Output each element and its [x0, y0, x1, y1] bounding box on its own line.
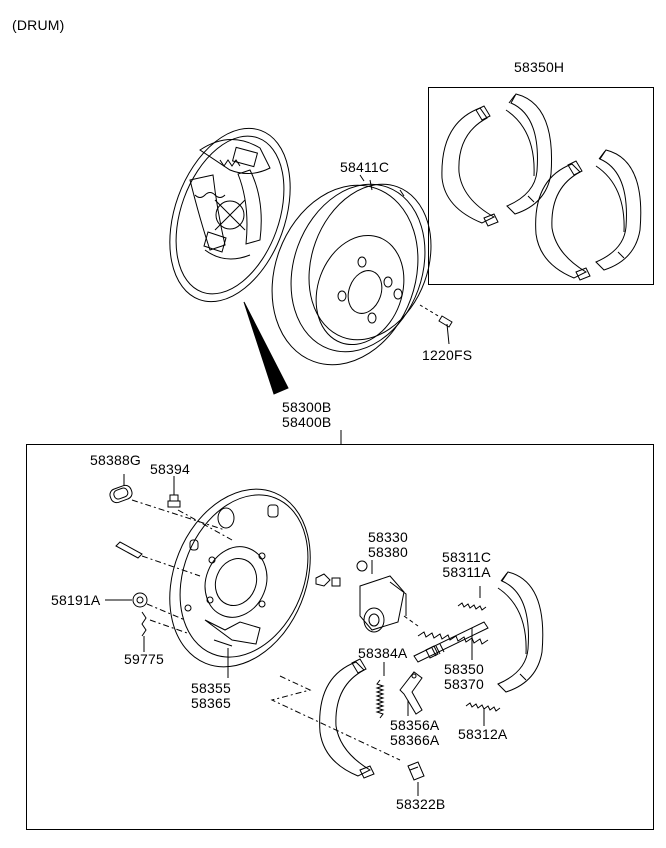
label-assembly: 58300B 58400B [282, 400, 331, 430]
bolt-drawing [419, 304, 453, 345]
label-assembly-2: 58400B [282, 414, 332, 430]
clip-drawing [407, 761, 425, 796]
wheel-cylinder-drawing [356, 560, 419, 633]
label-wheel-cylinder-1: 58330 [368, 529, 408, 545]
pin-drawing [141, 611, 191, 652]
shoe-set-drawing [441, 93, 642, 281]
label-lever: 58356A 58366A [390, 718, 439, 748]
label-adjuster-1: 58350 [444, 661, 484, 677]
label-pin: 59775 [124, 651, 164, 667]
long-bolt-drawing [115, 541, 201, 577]
label-upper-spring-2: 58311A [442, 564, 491, 580]
label-upper-spring: 58311C 58311A [442, 550, 491, 580]
label-lever-1: 58356A [390, 717, 440, 733]
nut-drawing [105, 592, 186, 621]
label-adjuster-spring: 58384A [358, 645, 408, 661]
shoe-set-frame [428, 87, 654, 285]
label-lever-2: 58366A [390, 732, 440, 748]
label-bleeder: 58394 [150, 461, 190, 477]
label-adjuster-2: 58370 [444, 676, 484, 692]
label-clip: 58322B [396, 796, 446, 812]
lower-spring-drawing [465, 702, 501, 726]
arrow-icon [243, 301, 289, 395]
label-wheel-cylinder: 58330 58380 [368, 530, 408, 560]
label-backing-plate-2: 58365 [191, 695, 231, 711]
label-backing-plate: 58355 58365 [191, 681, 231, 711]
label-upper-spring-1: 58311C [442, 549, 492, 565]
label-nut: 58191A [51, 592, 101, 608]
label-plug: 58388G [90, 452, 142, 468]
lever-drawing [399, 671, 423, 716]
label-wheel-cylinder-2: 58380 [368, 544, 408, 560]
upper-spring-drawing [417, 586, 489, 645]
adjuster-drawing [413, 621, 489, 663]
label-adjuster: 58350 58370 [444, 662, 484, 692]
label-lower-spring: 58312A [458, 726, 508, 742]
diagram-title: (DRUM) [12, 17, 65, 33]
assembly-frame [26, 444, 654, 830]
label-bolt: 1220FS [422, 347, 473, 363]
label-backing-plate-1: 58355 [191, 680, 231, 696]
label-shoe-set: 58350H [514, 59, 565, 75]
backing-plate-drawing [169, 488, 311, 678]
right-shoe-drawing [497, 571, 544, 693]
fitting-drawing [315, 573, 341, 587]
label-drum: 58411C [340, 159, 390, 175]
assembled-backing-plate-drawing [169, 127, 291, 303]
label-assembly-1: 58300B [282, 399, 332, 415]
adjuster-spring-drawing [375, 662, 385, 719]
left-shoe-drawing [319, 658, 375, 779]
brake-drum-drawing [271, 174, 432, 366]
plug-drawing [109, 474, 226, 531]
